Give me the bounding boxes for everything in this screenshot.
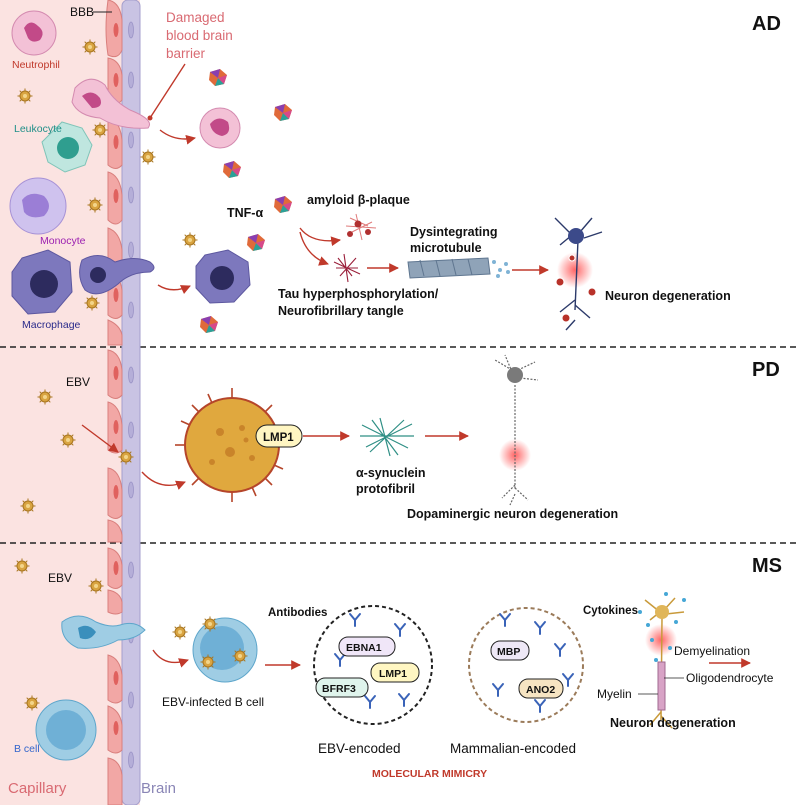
tau-tangle [333,253,361,283]
ebna1-badge: EBNA1 [338,636,396,657]
molecular-mimicry-label: MOLECULAR MIMICRY [372,768,487,780]
lmp1-badge-pd: LMP1 [255,424,303,448]
brain-neutrophil [199,107,241,149]
ebv-encoded-circle [313,605,433,725]
b-cell [35,699,97,761]
synuclein-label-line2: protofibril [356,482,415,496]
tau-label-line1: Tau hyperphosphorylation/ [278,287,439,301]
svg-text:BFRF3: BFRF3 [322,683,356,695]
neutrophil-cell [11,10,57,56]
brain-macrophage [195,249,251,304]
macrophage-label: Macrophage [22,319,81,331]
dopaminergic-neuron [494,354,539,506]
mbp-badge: MBP [490,640,530,661]
ebv-encoded-label: EBV-encoded [318,741,401,756]
bfrf3-badge: BFRF3 [315,677,369,698]
panel-tag-ad: AD [752,13,781,35]
pd-arrows [81,424,469,490]
microtubule-label-line1: Dysintegrating [410,225,498,239]
svg-text:EBNA1: EBNA1 [346,642,382,654]
antibodies-label: Antibodies [268,607,327,619]
tnf-label: TNF-α [227,206,263,220]
leukocyte-label: Leukocyte [14,123,62,135]
ms-neuron-label: Neuron degeneration [610,716,736,730]
cytokines-label: Cytokines [583,605,638,617]
ano2-badge: ANO2 [518,678,564,699]
macrophage-cell [11,249,73,315]
bbb-label: BBB [70,5,94,19]
demyelinating-neuron [638,592,686,729]
mammalian-encoded-label: Mammalian-encoded [450,741,576,756]
svg-text:barrier: barrier [166,46,206,61]
transmigrating-neutrophil [71,78,150,129]
ebv-infected-b-cell [192,616,258,683]
microtubule-label-line2: microtubule [410,241,482,255]
amyloid-plaque [345,213,377,241]
demyelination-label: Demyelination [674,644,750,658]
ebv-virion [175,388,289,502]
transmigrating-b-cell [61,615,146,649]
svg-text:ANO2: ANO2 [526,684,555,696]
oligodendrocyte-label: Oligodendrocyte [686,671,774,685]
svg-text:blood brain: blood brain [166,28,233,43]
alpha-synuclein-protofibril [360,417,414,457]
tau-label-line2: Neurofibrillary tangle [278,304,404,318]
monocyte-cell [9,177,67,235]
b-cell-label: B cell [14,743,40,755]
ad-arrows [157,129,549,295]
infected-b-cell-label: EBV-infected B cell [162,695,264,709]
leukocyte-cell [41,121,93,173]
dysintegrating-microtubule [407,257,510,279]
ms-ebv-label: EBV [48,571,72,585]
panel-tag-pd: PD [752,359,780,381]
svg-text:LMP1: LMP1 [263,432,294,444]
pd-ebv-label: EBV [66,375,90,389]
lmp1-badge-ms: LMP1 [370,662,420,683]
synuclein-label-line1: α-synuclein [356,466,426,480]
ad-neuron-label: Neuron degeneration [605,289,731,303]
mammalian-encoded-circle [468,607,584,723]
transmigrating-macrophage [79,255,155,295]
svg-text:Damaged: Damaged [166,10,225,25]
monocyte-label: Monocyte [40,235,86,247]
myelin-label: Myelin [597,687,632,701]
brain-wall [121,0,141,805]
brain-label: Brain [141,780,176,797]
svg-text:LMP1: LMP1 [379,668,407,680]
capillary-label: Capillary [8,780,67,797]
ms-arrows [152,649,751,670]
ad-neuron [554,217,603,331]
damaged-barrier-label: Damaged blood brain barrier [166,10,233,61]
amyloid-label: amyloid β-plaque [307,193,410,207]
svg-text:MBP: MBP [497,646,520,658]
dopaminergic-neuron-label: Dopaminergic neuron degeneration [407,507,618,521]
panel-tag-ms: MS [752,555,782,577]
neutrophil-label: Neutrophil [12,59,60,71]
